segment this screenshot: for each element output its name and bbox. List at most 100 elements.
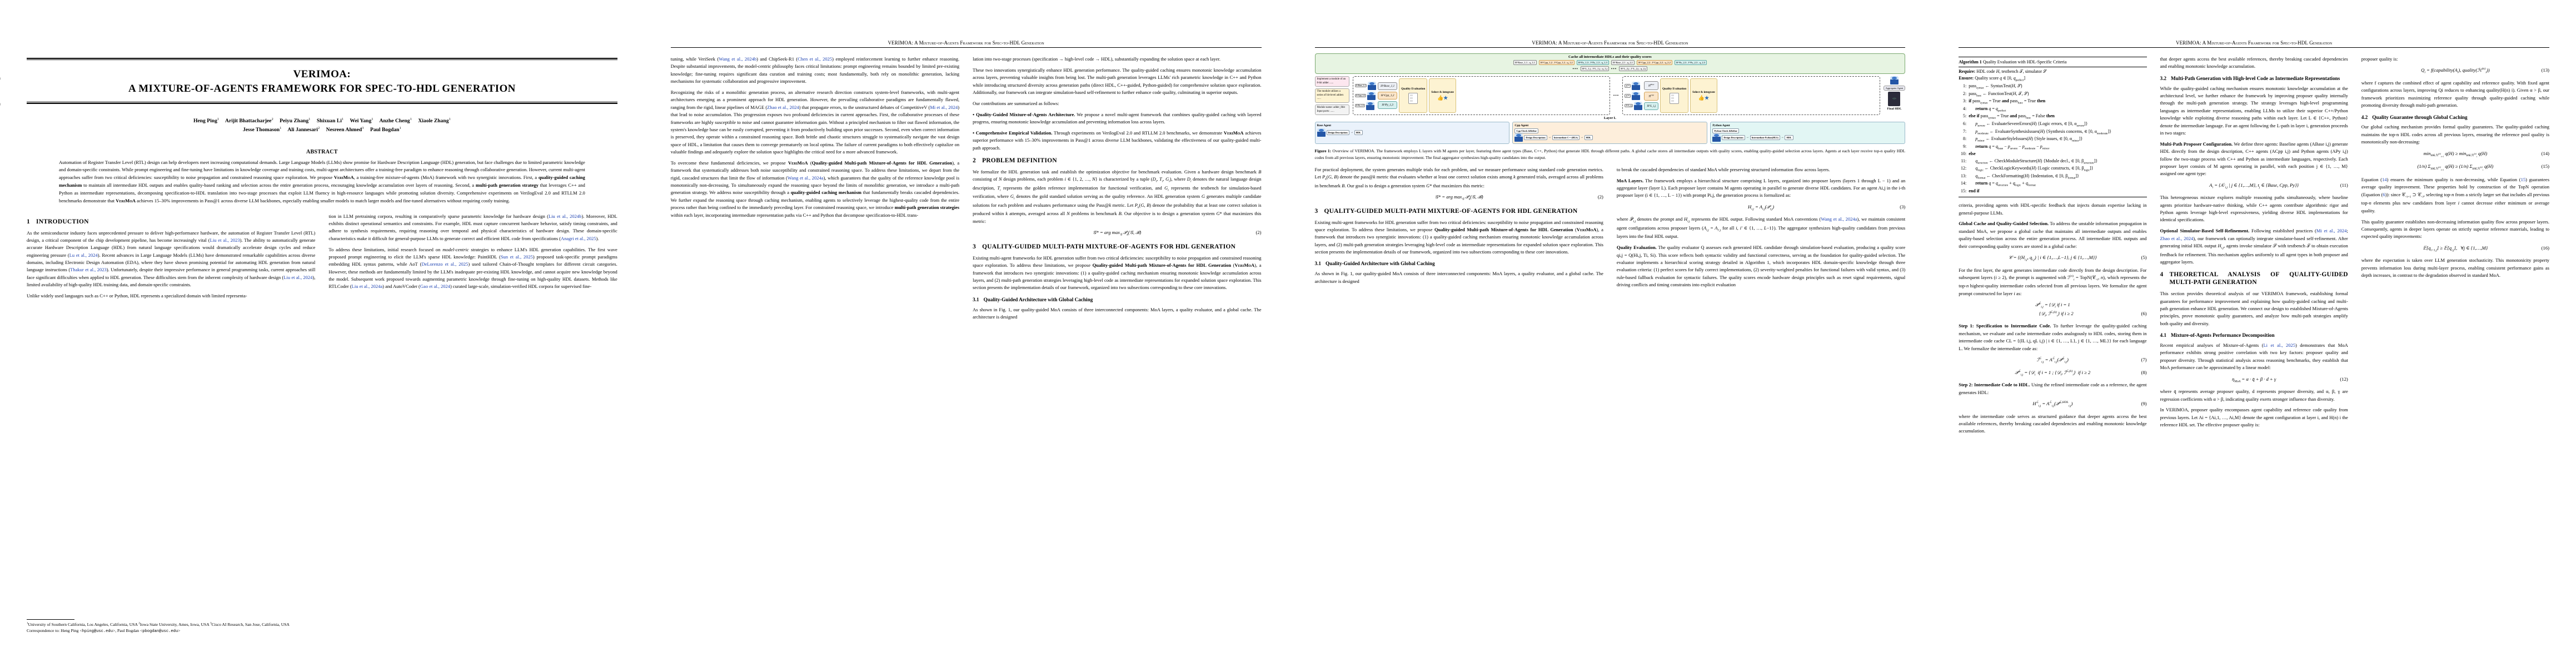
- paragraph: Existing multi-agent frameworks for HDL …: [973, 255, 1262, 291]
- affiliation-text: 1University of Southern California, Los …: [27, 621, 290, 627]
- author: Ali Jannesari2: [287, 126, 320, 133]
- equation-tag: (16): [2541, 245, 2549, 251]
- robot-icon: [1712, 133, 1721, 142]
- arrow-icon: →: [1548, 136, 1551, 140]
- abstract-text: Automation of Register Transfer Level (R…: [59, 159, 585, 203]
- body-sec42-p1: Our global caching mechanism provides fo…: [2361, 124, 2549, 145]
- paragraph: MoA Layers. The framework employs a hier…: [1617, 177, 1905, 200]
- paragraph: We formalize the HDL generation task and…: [973, 169, 1262, 224]
- equation-body: minH∈ℋ(n)i+1 q(H) ≥ minH∈ℋ(n)i q(H): [2423, 150, 2488, 158]
- email-hping: hping@usc.edu: [82, 629, 113, 634]
- paragraph: to break the cascaded dependencies of st…: [1616, 166, 1830, 172]
- agent-detail-cards: Base Agent Design Descriptions → HDL Cpp…: [1314, 122, 1906, 145]
- subsection-heading-performance-decomposition: 4.1 Mixture-of-Agents Performance Decomp…: [2160, 332, 2275, 339]
- robot-icon: [1317, 128, 1326, 137]
- footnote-affiliations: 1University of Southern California, Los …: [27, 617, 310, 635]
- title-rule-bottom: [27, 102, 617, 104]
- paragraph: Equation (14) ensures the minimum qualit…: [2361, 177, 2550, 213]
- hdl-output: H^Base_1,1: [1378, 82, 1398, 91]
- page1-col-right: tion in LLM pretraining corpora, resulti…: [328, 213, 617, 303]
- equation-tag: (8): [2141, 369, 2147, 375]
- paragraph: For practical deployment, the system gen…: [1314, 166, 1603, 188]
- author: Paul Bogdan1: [370, 126, 401, 133]
- final-output-column: Aggregator Agent </> Final HDL: [1883, 76, 1906, 115]
- agent-var-label: A^Base_1,1: [1354, 84, 1367, 88]
- agent-python: A^L_i,j: [1625, 101, 1643, 110]
- paragraph: This quality guarantee establishes non-d…: [2361, 218, 2549, 241]
- lead-global-cache: Global Cache and Quality-Guided Selectio…: [1959, 221, 2049, 227]
- cache-chip: H^Py_1,3 , I^Py_1,3 , q_1,3: [1576, 60, 1609, 65]
- checklist-icon: [1670, 93, 1680, 104]
- page4-col-right: proposer quality is: Qi = f(capability(A…: [2361, 56, 2549, 439]
- section-heading-theoretical-analysis: 4 THEORETICAL ANALYSIS OF QUALITY-GUIDED…: [2160, 271, 2348, 286]
- intermediate-cpp-box: Intermediate C++(HLS): [1552, 135, 1580, 141]
- page4-columns: Algorithm 1 Quality Evaluation with HDL-…: [1959, 56, 2549, 439]
- subsection-heading-multipath: 3.2 Multi-Path Generation with High-leve…: [2160, 75, 2340, 81]
- hdl-box: HDL: [1785, 135, 1793, 141]
- lead-step1: Step 1: Specification to Intermediate Co…: [1959, 323, 2051, 329]
- layer-ellipsis: •••: [1613, 93, 1620, 98]
- page3-columns: For practical deployment, the system gen…: [1315, 166, 1906, 292]
- page-4: VERIMOA: A Mixture-of-Agents Framework f…: [1932, 0, 2576, 667]
- paragraph: tion in LLM pretraining corpora, resulti…: [328, 213, 617, 241]
- paragraph: These two innovations synergistically en…: [973, 67, 1262, 95]
- author: Arijit Bhattacharjee2: [225, 117, 273, 124]
- equation-body: ηMoA = α · q̄ + β · d + γ: [2232, 376, 2276, 384]
- algorithm-line: 1:passsyntax ← SyntaxTest(H, 𝒮): [1963, 83, 2022, 90]
- layers-row: Implement a module of an 8-bit adder ...…: [1314, 76, 1906, 116]
- equation-13: Qi = f(capability(Ai), quality(ℋ(n)i)) (…: [2361, 67, 2549, 76]
- paragraph: Optional Simulator-Based Self-Refinement…: [2160, 228, 2348, 265]
- arxiv-stamp: arXiv:2510.27617v1 [cs.AI] 31 Oct 2025: [0, 22, 1, 196]
- algorithm-line: 3:if passsyntax = True and passfunc = Tr…: [1963, 98, 2046, 105]
- python-agent-card: Python Agent Python Check &Refine Design…: [1710, 122, 1906, 145]
- robot-icon: [1514, 133, 1523, 142]
- design-descriptions-box: Design Descriptions: [1524, 135, 1547, 141]
- robot-icon: [1367, 91, 1376, 100]
- base-agent-card: Base Agent Design Descriptions → HDL: [1314, 122, 1510, 145]
- paragraph: While the quality-guided caching mechani…: [2160, 85, 2348, 137]
- algorithm-require: Require: HDL code H, testbench 𝒯, simula…: [1959, 69, 2047, 74]
- author: Heng Ping1: [193, 117, 220, 124]
- paragraph: Step 1: Specification to Intermediate Co…: [1959, 322, 2146, 352]
- equation-tag: (5): [2141, 254, 2147, 260]
- cpp-check-refine-box: Cpp Check &Refine: [1514, 128, 1538, 134]
- body-sec41-p2: where q̄ represents average proposer qua…: [2160, 389, 2348, 402]
- robot-icon: [1631, 91, 1640, 100]
- author: Peiyu Zhang1: [280, 117, 311, 124]
- ellipsis: •••: [1611, 66, 1617, 71]
- equation-tag: (14): [2541, 150, 2549, 156]
- equation-body: 𝒫ℒi,j = {𝒟i if i = 1 {𝒟i, ℐℒ,(k)i} if i …: [2032, 302, 2074, 318]
- equation-tag: (3): [1900, 203, 1906, 210]
- algorithm-line: 5:else if passsyntax = True and passfunc…: [1963, 113, 2055, 120]
- algorithm-line: 7:pmoderate ← EvaluateSynthesisIssues(H)…: [1963, 128, 2111, 136]
- subsection-heading-global-caching-3: 3.1 Quality-Guided Architecture with Glo…: [1314, 261, 1435, 267]
- cache-chip-row-1: H^Base_1,1 , q_1,1 H^Cpp_1,2 , I^Cpp_1,2…: [1318, 60, 1902, 65]
- body-sec43: that deeper agents access the best avail…: [2160, 56, 2348, 69]
- algorithm-line: 6:psevere ← EvaluateSevereErrors(H) {Log…: [1963, 121, 2088, 128]
- lead-optional-refinement: Optional Simulator-Based Self-Refinement…: [2160, 228, 2250, 234]
- equation-8: 𝒫ℒi,j = {𝒟i if i = 1 ; {𝒟i, ℐℒ,(k)i} if …: [1959, 369, 2146, 378]
- paper-title-line1: VERIMOA:: [293, 68, 351, 80]
- quality-evaluation-block: Quality Evaluation: [1660, 78, 1689, 113]
- equation-body: Hi,j = Ai,j(𝒫i,j): [1748, 203, 1775, 211]
- author: Wei Yang1: [350, 117, 373, 124]
- paragraph: that deeper agents access the best avail…: [2160, 56, 2348, 71]
- author-list: Heng Ping1 Arijit Bhattacharjee2 Peiyu Z…: [27, 116, 617, 134]
- algorithm-line: 8:pminor ← EvaluateStyleIssues(H) {Style…: [1963, 136, 2083, 143]
- equation-tag: (9): [2141, 401, 2147, 406]
- equation-6: 𝒫ℒi,j = {𝒟i if i = 1 {𝒟i, ℐℒ,(k)i} if i …: [1959, 301, 2146, 318]
- algorithm-line: 12:qlogic ← CheckLogicKeywords(H) {Logic…: [1961, 166, 2094, 172]
- paragraph: where q̄ represents average proposer qua…: [2160, 388, 2348, 403]
- algorithm-line: 9:return q = qbase − psevere − pmoderate…: [1963, 143, 2050, 151]
- cache-chip-row-2: ••• H^L_1,j , I^L_1,j , q_1,j ••• H^L_2,…: [1318, 66, 1902, 71]
- correspondence-text: Correspondence to: Heng Ping <hping@usc.…: [27, 628, 181, 634]
- body-moa-layers: The framework employs a hierarchical str…: [1616, 177, 1906, 198]
- algorithm-ensure: Ensure: Quality score q ∈ [0, qperfect]: [1959, 76, 2025, 82]
- equation-11: Ai = {Atji,j | j ∈ {1,…,M}, tj ∈ {Base, …: [2160, 182, 2348, 191]
- card-flow: Design Descriptions → HDL: [1317, 128, 1508, 137]
- section-heading-introduction: 1 INTRODUCTION: [27, 218, 89, 225]
- equation-tag: (15): [2541, 163, 2549, 170]
- hdl-output: HBase: [1644, 81, 1659, 91]
- algorithm-line: 11:qstructure ← CheckModuleStructure(H) …: [1961, 158, 2098, 165]
- algorithm-line: 13:qformat ← CheckFormatting(H) {Indenta…: [1961, 173, 2079, 180]
